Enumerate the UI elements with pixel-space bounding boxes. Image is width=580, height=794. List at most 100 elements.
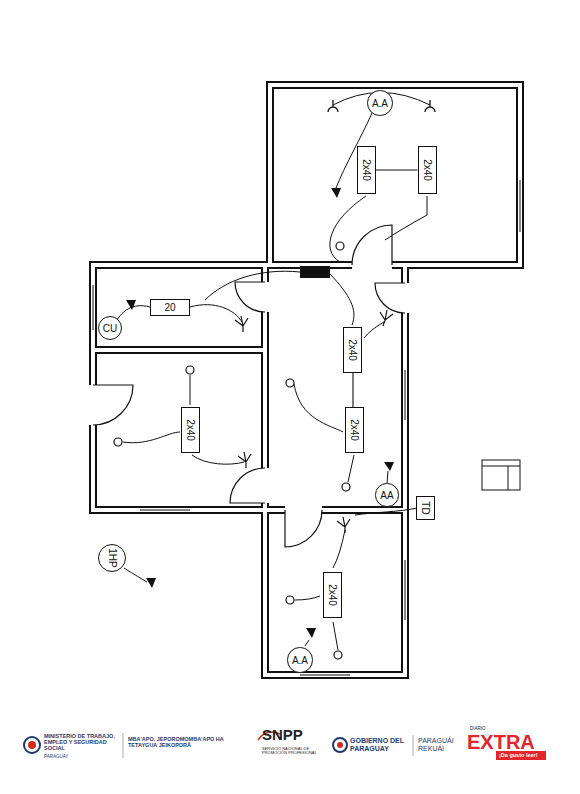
text-wrap: TD <box>420 501 431 514</box>
wall-light <box>425 100 435 112</box>
newspaper-logo: EXTRA <box>467 731 535 753</box>
divider <box>123 733 124 758</box>
wire <box>387 471 388 484</box>
air-conditioner-circle: A.A <box>287 647 313 673</box>
wire <box>205 271 300 300</box>
wire <box>333 530 345 568</box>
bulb <box>334 651 342 659</box>
snpp-logo: SNPP <box>262 727 303 744</box>
door-leaf <box>230 468 265 503</box>
window <box>405 370 406 420</box>
node-label: A.A <box>372 97 388 108</box>
door-gap <box>285 504 322 516</box>
detail-line <box>482 466 520 467</box>
window <box>140 510 190 511</box>
country-name: PARAGUAY <box>44 755 104 760</box>
node-label: 2x40 <box>347 339 358 361</box>
device-circle: CU <box>98 316 122 340</box>
wire <box>123 432 180 443</box>
bulb <box>286 596 294 604</box>
node-label: CU <box>103 322 117 333</box>
text-wrap: 2x40 <box>327 584 338 606</box>
door-gaps <box>87 259 411 516</box>
wall-light <box>328 100 338 112</box>
door-gap <box>399 283 411 313</box>
window <box>520 180 521 232</box>
text-wrap: 2x40 <box>361 159 372 181</box>
outlet <box>384 462 394 471</box>
outlet <box>126 300 136 310</box>
door-gap <box>259 468 271 503</box>
door-gap <box>352 259 392 271</box>
node-label: 1HP <box>106 548 117 567</box>
wire <box>355 508 417 515</box>
air-conditioner-circle: A.A <box>367 90 393 116</box>
text-wrap: AA <box>380 489 393 500</box>
snpp-name: SERVICIO NACIONAL DE PROMOCIÓN PROFESION… <box>262 747 320 756</box>
wire <box>117 306 150 320</box>
outlet <box>146 578 156 588</box>
text-wrap: 1HP <box>106 548 117 567</box>
bulbs <box>114 242 350 659</box>
text-wrap: 20 <box>164 302 175 313</box>
switch <box>235 316 248 332</box>
seal-core <box>337 742 343 748</box>
wall-outline <box>93 85 520 675</box>
switch <box>337 517 350 533</box>
motor-circle: 1HP <box>98 544 126 572</box>
outlet <box>306 628 316 638</box>
node-label: 2x40 <box>361 159 372 181</box>
wiring <box>117 93 430 651</box>
switch <box>380 310 393 326</box>
wire <box>190 375 191 405</box>
node-label: A.A <box>292 654 308 665</box>
fixture-box: 2x40 <box>418 146 437 194</box>
government-slogan: PARAGUÁI REKUÁI <box>418 737 464 752</box>
seal <box>24 737 40 753</box>
bulb <box>342 483 350 491</box>
node-label: 2x40 <box>185 419 196 441</box>
node-label: 20 <box>164 302 175 313</box>
wire <box>190 305 242 322</box>
fixture-box: 2x40 <box>343 327 362 373</box>
door-leaf <box>285 510 322 547</box>
wire <box>294 384 343 432</box>
switch <box>238 452 251 468</box>
node-label: 2x40 <box>349 419 360 441</box>
fixture-box: 2x40 <box>357 146 376 194</box>
fixture-box: 2x40 <box>181 407 200 453</box>
door-gap <box>259 282 271 312</box>
ministry-name: MINISTERIO DE TRABAJO, EMPLEO Y SEGURIDA… <box>44 733 120 751</box>
wire-connector <box>352 373 353 407</box>
panel-box: TD <box>416 496 435 519</box>
node-label: 2x40 <box>327 584 338 606</box>
window <box>300 675 350 676</box>
bulb <box>186 366 194 374</box>
detail-box <box>482 460 520 490</box>
wire <box>330 196 366 262</box>
wire <box>385 196 427 240</box>
window <box>93 285 94 330</box>
text-wrap: 2x40 <box>422 159 433 181</box>
door-leaf <box>235 282 265 312</box>
text-wrap: A.A <box>292 654 308 665</box>
wall-inner <box>93 85 520 675</box>
door-leaves <box>93 225 405 547</box>
door-leaf <box>375 283 405 313</box>
text-wrap: A.A <box>372 97 388 108</box>
windows <box>93 180 520 675</box>
wire <box>364 322 384 338</box>
electrical-panel <box>300 266 330 278</box>
text-wrap: 2x40 <box>349 419 360 441</box>
ministry-guarani: MBA'APO, JEPOROMOMBA'APO HA TETAYGUA JEI… <box>128 736 240 748</box>
newspaper-slogan: ¡Da gusto leer! <box>499 752 538 758</box>
slogan-band <box>496 751 546 760</box>
text-wrap: CU <box>103 322 117 333</box>
wire <box>348 455 354 482</box>
door-gap <box>87 385 99 425</box>
node-label: AA <box>380 489 393 500</box>
